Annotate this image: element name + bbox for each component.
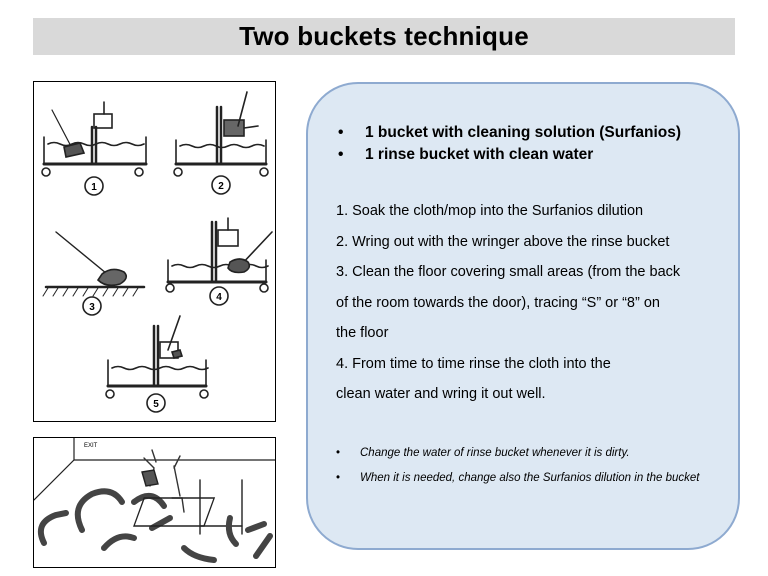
step-2-trolley: 2 [173,91,269,195]
step-line: of the room towards the door), tracing “… [336,294,660,311]
list-item: Change the water of rinse bucket wheneve… [336,441,716,466]
step-2-number: 2 [218,181,224,192]
equipment-list: 1 bucket with cleaning solution (Surfani… [338,122,681,166]
bucket-steps-illustration: 1 2 3 [33,81,276,422]
list-item: When it is needed, change also the Surfa… [336,466,716,491]
step-line: the floor [336,325,389,341]
notes-list: Change the water of rinse bucket wheneve… [336,441,716,491]
step-5-number: 5 [153,399,159,410]
step-line: 3. Clean the floor covering small areas … [336,264,681,280]
step-3-mopping: 3 [42,231,146,316]
title-bar: Two buckets technique [33,18,735,55]
step-line: 1. Soak the cloth/mop into the Surfanios… [336,203,644,219]
list-item: 1 rinse bucket with clean water [338,144,681,166]
step-5-trolley: 5 [105,315,209,413]
step-line: 4. From time to time rinse the cloth int… [336,355,611,372]
list-item: 1 bucket with cleaning solution (Surfani… [338,122,681,144]
info-panel: 1 bucket with cleaning solution (Surfani… [306,82,740,550]
step-1-number: 1 [91,182,97,193]
step-line: clean water and wring it out well. [336,386,546,402]
step-1-trolley: 1 [41,101,148,196]
room-floor-pattern-illustration: EXIT [33,437,276,568]
step-3-number: 3 [89,302,95,313]
step-4-number: 4 [216,292,222,303]
step-line: 2. Wring out with the wringer above the … [336,233,670,250]
slide-title: Two buckets technique [239,21,529,51]
procedure-steps: 1. Soak the cloth/mop into the Surfanios… [336,196,726,410]
step-4-trolley: 4 [165,217,273,306]
exit-sign: EXIT [84,443,98,449]
